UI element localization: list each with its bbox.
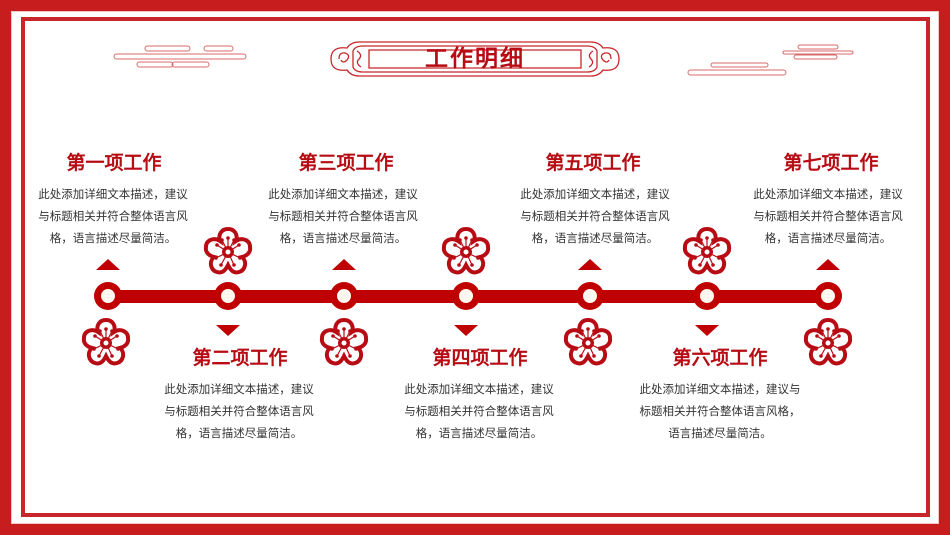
plum-blossom-icon [203, 226, 253, 275]
timeline-node-5 [576, 282, 604, 310]
desc-line: 此处添加详细文本描述，建议 [268, 187, 418, 201]
triangle-up-icon [816, 259, 840, 270]
desc-line: 与标题相关并符合整体语言风 [520, 209, 670, 223]
plum-blossom-icon [81, 317, 131, 366]
triangle-up-icon [332, 259, 356, 270]
item-2-title: 第二项工作 [192, 347, 288, 369]
title-plaque-ornament [330, 41, 620, 77]
timeline-node-1 [94, 282, 122, 310]
desc-line: 此处添加详细文本描述，建议 [38, 187, 188, 201]
timeline-node-2 [214, 282, 242, 310]
desc-line: 格，语言描述尽量简洁。 [49, 231, 177, 245]
triangle-up-icon [578, 259, 602, 270]
item-5-title: 第五项工作 [545, 152, 641, 174]
desc-line: 此处添加详细文本描述，建议 [520, 187, 670, 201]
timeline-node-7 [814, 282, 842, 310]
page-title: 工作明细 [425, 46, 525, 72]
triangle-down-icon [454, 325, 478, 336]
item-3-description: 此处添加详细文本描述，建议 与标题相关并符合整体语言风 格，语言描述尽量简洁。 [258, 183, 428, 249]
cloud-ornament-icon [113, 45, 247, 68]
desc-line: 标题相关并符合整体语言风格， [639, 404, 801, 418]
triangle-down-icon [695, 325, 719, 336]
plum-blossom-icon [803, 317, 853, 366]
timeline-node-4 [452, 282, 480, 310]
item-4-description: 此处添加详细文本描述，建议 与标题相关并符合整体语言风 格，语言描述尽量简洁。 [394, 378, 564, 444]
item-1-title: 第一项工作 [66, 152, 162, 174]
item-4-title: 第四项工作 [432, 347, 528, 369]
desc-line: 格，语言描述尽量简洁。 [764, 231, 892, 245]
triangle-up-icon [96, 259, 120, 270]
timeline-node-3 [330, 282, 358, 310]
desc-line: 此处添加详细文本描述，建议 [404, 382, 554, 396]
desc-line: 与标题相关并符合整体语言风 [38, 209, 188, 223]
desc-line: 格，语言描述尽量简洁。 [175, 426, 303, 440]
inner-frame [21, 17, 930, 517]
plum-blossom-icon [682, 226, 732, 275]
plum-blossom-icon [441, 226, 491, 275]
desc-line: 与标题相关并符合整体语言风 [404, 404, 554, 418]
plum-blossom-icon [319, 317, 369, 366]
desc-line: 此处添加详细文本描述，建议 [753, 187, 903, 201]
item-6-title: 第六项工作 [672, 347, 768, 369]
desc-line: 与标题相关并符合整体语言风 [753, 209, 903, 223]
desc-line: 格，语言描述尽量简洁。 [279, 231, 407, 245]
plum-blossom-icon [563, 317, 613, 366]
item-3-title: 第三项工作 [298, 152, 394, 174]
frame-gap-line [11, 11, 939, 524]
desc-line: 格，语言描述尽量简洁。 [415, 426, 543, 440]
cloud-ornament-icon [687, 62, 787, 76]
item-1-description: 此处添加详细文本描述，建议 与标题相关并符合整体语言风 格，语言描述尽量简洁。 [28, 183, 198, 249]
desc-line: 语言描述尽量简洁。 [668, 426, 772, 440]
timeline-node-6 [693, 282, 721, 310]
item-5-description: 此处添加详细文本描述，建议 与标题相关并符合整体语言风 格，语言描述尽量简洁。 [510, 183, 680, 249]
item-2-description: 此处添加详细文本描述，建议 与标题相关并符合整体语言风 格，语言描述尽量简洁。 [154, 378, 324, 444]
cloud-ornament-icon [782, 44, 854, 60]
desc-line: 此处添加详细文本描述，建议与 [639, 382, 801, 396]
item-7-description: 此处添加详细文本描述，建议 与标题相关并符合整体语言风 格，语言描述尽量简洁。 [743, 183, 913, 249]
item-6-description: 此处添加详细文本描述，建议与 标题相关并符合整体语言风格， 语言描述尽量简洁。 [628, 378, 812, 444]
desc-line: 与标题相关并符合整体语言风 [164, 404, 314, 418]
desc-line: 与标题相关并符合整体语言风 [268, 209, 418, 223]
triangle-down-icon [216, 325, 240, 336]
desc-line: 此处添加详细文本描述，建议 [164, 382, 314, 396]
item-7-title: 第七项工作 [783, 152, 879, 174]
desc-line: 格，语言描述尽量简洁。 [531, 231, 659, 245]
